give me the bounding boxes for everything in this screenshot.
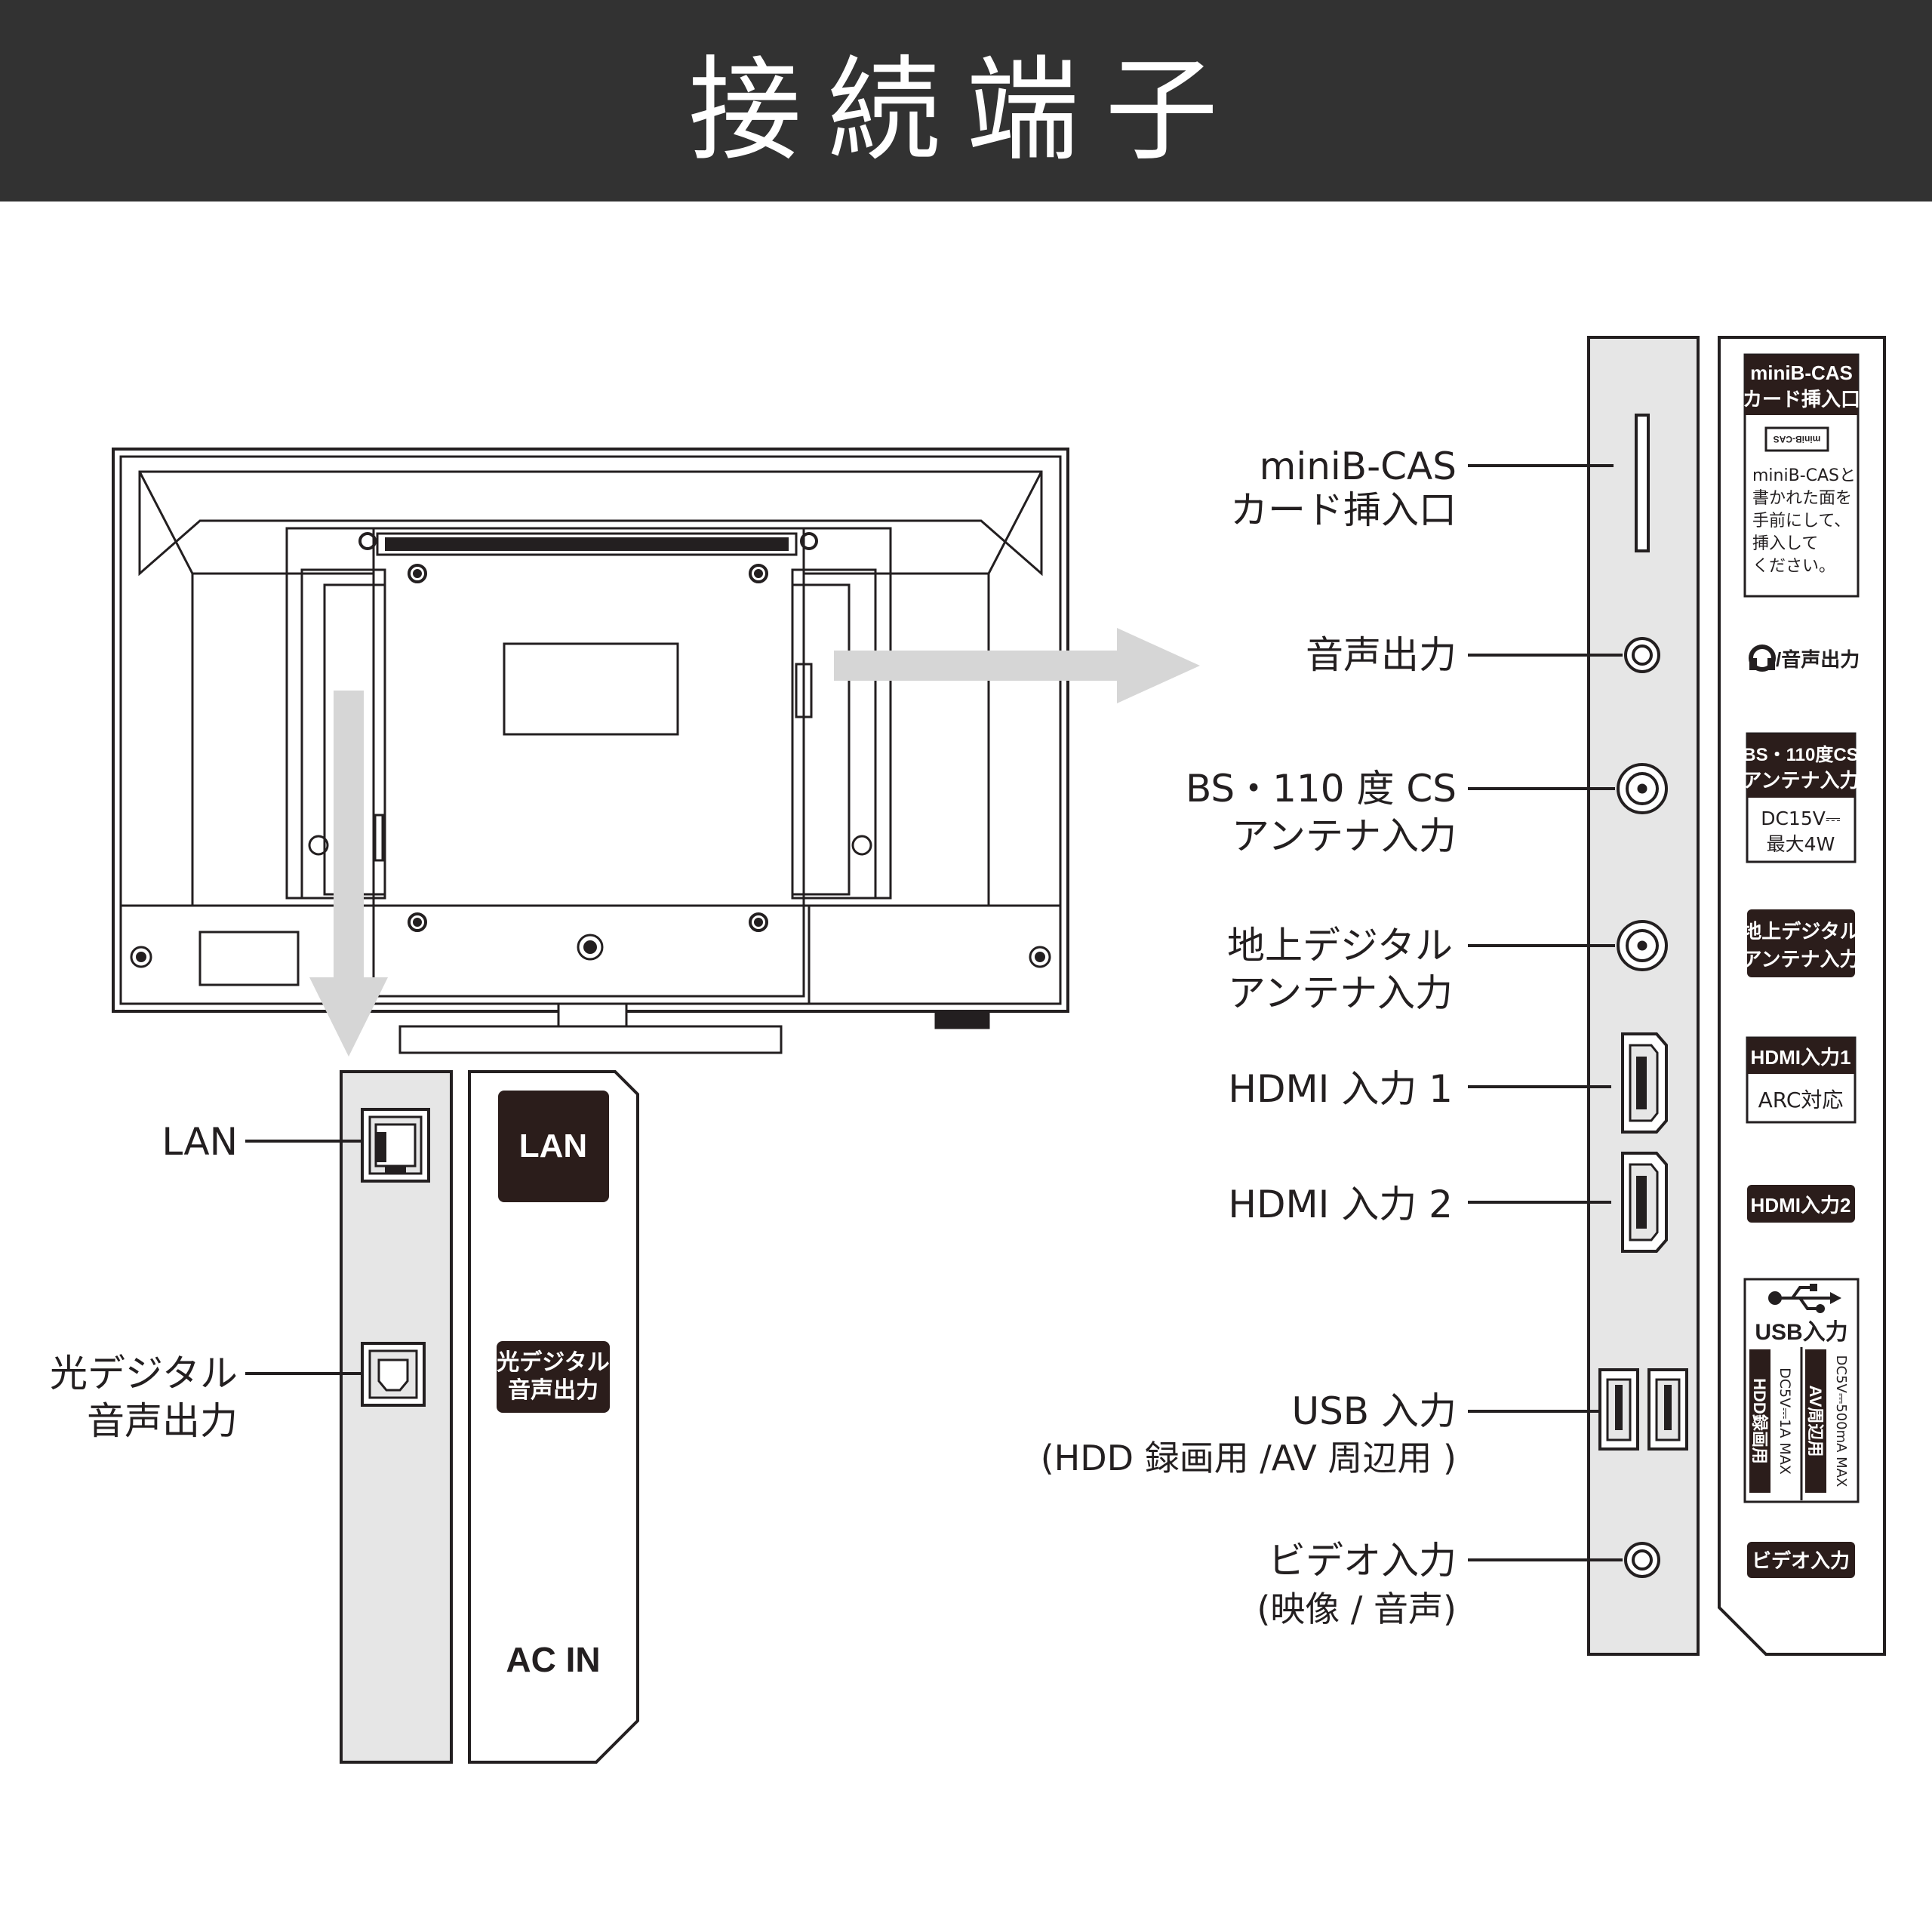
cas-note-line4: 挿入して	[1752, 534, 1818, 553]
usb-badge-text: USB入力	[1755, 1320, 1847, 1345]
audio-jack-icon	[1624, 637, 1660, 673]
optical-badge-line1: 光デジタル	[497, 1349, 609, 1375]
cas-note-line2: 書かれた面を	[1752, 489, 1852, 508]
cas-badge	[1745, 355, 1858, 415]
usb-hdd-badge	[1749, 1349, 1770, 1493]
audio-out-label: 音声出力	[1306, 633, 1457, 677]
hdmi1-badge-text: HDMI入力1	[1751, 1046, 1851, 1069]
usb-symbol-icon	[1768, 1284, 1841, 1313]
optical-label-line2: 音声出力	[87, 1399, 238, 1443]
usb-hdd-power: DC5V⎓1A MAX	[1777, 1367, 1793, 1475]
left-callouts: LAN 光デジタル 音声出力	[50, 1120, 362, 1443]
cas-badge-line1: miniB-CAS	[1750, 361, 1853, 384]
audio-out-badge-text: /音声出力	[1776, 648, 1860, 671]
tv-rear-illustration	[112, 448, 1069, 1054]
hdmi1-label: HDMI 入力 1	[1228, 1067, 1453, 1111]
usb-av-label: AV周辺用	[1806, 1386, 1825, 1457]
lan-badge	[498, 1091, 609, 1202]
hdmi2-port-icon	[1621, 1152, 1668, 1253]
headphone-icon	[1749, 645, 1776, 672]
video-label-line2: (映像 / 音声)	[1257, 1589, 1457, 1629]
bs-power-line1: DC15V⎓	[1761, 808, 1841, 829]
right-callouts: miniB-CAS カード挿入口 音声出力 BS・110 度 CS アンテナ入力…	[1041, 445, 1623, 1629]
arrow-to-left-panel	[309, 691, 388, 1057]
hdmi1-arc-text: ARC対応	[1758, 1088, 1844, 1112]
optical-badge-line2: 音声出力	[508, 1378, 598, 1403]
hdmi2-badge-text: HDMI入力2	[1751, 1194, 1851, 1217]
hdmi1-badge	[1747, 1038, 1855, 1074]
cas-note-line3: 手前にして、	[1752, 512, 1850, 531]
cas-note-line1: miniB-CASと	[1752, 466, 1856, 485]
hdmi2-label: HDMI 入力 2	[1228, 1183, 1453, 1226]
optical-badge	[497, 1341, 610, 1413]
right-terminal-strip	[1587, 336, 1700, 1656]
left-label-panel: LAN 光デジタル 音声出力 AC IN	[468, 1070, 639, 1764]
cas-card-icon	[1764, 426, 1829, 452]
hdmi1-port-icon	[1621, 1032, 1668, 1134]
terrestrial-label-line2: アンテナ入力	[1228, 971, 1453, 1015]
bs-badge-line1: BS・110度CS	[1743, 744, 1858, 765]
usb-ports-icon	[1598, 1368, 1688, 1451]
usb-label-line1: USB 入力	[1291, 1389, 1457, 1433]
bs-label-line1: BS・110 度 CS	[1186, 767, 1457, 811]
usb-av-power: DC5V⎓500mA MAX	[1833, 1355, 1849, 1487]
video-badge	[1747, 1542, 1855, 1578]
terrestrial-antenna-jack-icon	[1617, 920, 1668, 971]
arrow-to-right-panel	[834, 628, 1200, 703]
optical-port-icon	[361, 1342, 426, 1407]
cas-card-text: miniB-CAS	[1774, 434, 1821, 445]
terrestrial-badge	[1747, 909, 1855, 977]
terrestrial-badge-line2: アンテナ入力	[1743, 948, 1860, 971]
cas-badge-line2: カード挿入口	[1743, 388, 1860, 411]
bs-badge-line2: アンテナ入力	[1743, 769, 1860, 792]
video-label-line1: ビデオ入力	[1268, 1539, 1457, 1583]
bs-power-line2: 最大4W	[1767, 833, 1835, 855]
bs-badge	[1747, 734, 1855, 798]
right-label-panel: miniB-CAS カード挿入口 miniB-CAS miniB-CASと 書か…	[1718, 336, 1886, 1656]
lan-label: LAN	[162, 1120, 238, 1164]
left-terminal-strip	[340, 1070, 453, 1764]
optical-label-line1: 光デジタル	[50, 1352, 238, 1395]
hdmi2-badge	[1747, 1185, 1855, 1223]
cas-label-line2: カード挿入口	[1230, 488, 1457, 532]
usb-label-line2: (HDD 録画用 /AV 周辺用 )	[1041, 1438, 1457, 1478]
terrestrial-badge-line1: 地上デジタル	[1742, 920, 1859, 943]
cas-slot-icon	[1635, 414, 1650, 552]
lan-port-icon	[361, 1108, 430, 1183]
video-badge-text: ビデオ入力	[1752, 1549, 1850, 1572]
usb-hdd-label: HDD録画用	[1750, 1378, 1769, 1464]
bs-antenna-jack-icon	[1617, 763, 1668, 814]
terrestrial-label-line1: 地上デジタル	[1227, 924, 1453, 968]
page-title: 接続端子	[688, 45, 1244, 177]
cas-label-line1: miniB-CAS	[1260, 445, 1457, 488]
bs-label-line2: アンテナ入力	[1232, 814, 1457, 858]
video-jack-icon	[1624, 1542, 1660, 1578]
usb-av-badge	[1805, 1349, 1826, 1493]
ac-in-label: AC IN	[506, 1640, 600, 1679]
header-bar: 接続端子	[0, 0, 1932, 202]
lan-badge-text: LAN	[519, 1128, 587, 1164]
cas-note-line5: ください。	[1752, 557, 1835, 576]
